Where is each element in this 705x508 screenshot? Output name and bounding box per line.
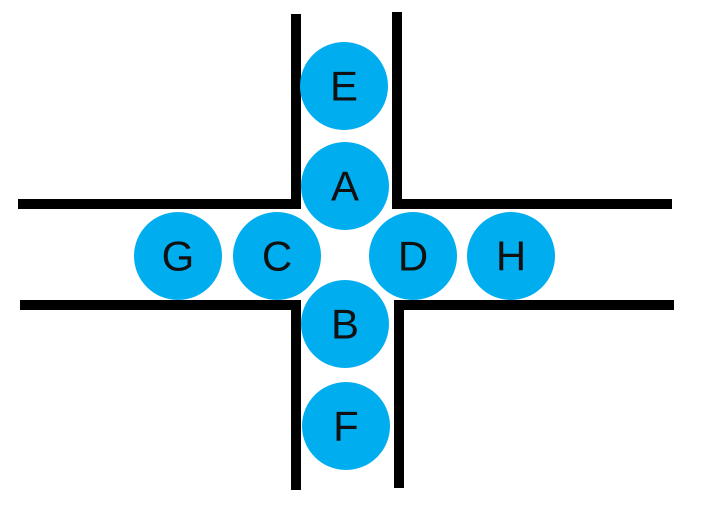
road-line-bottom-left bbox=[20, 300, 301, 490]
node-h: H bbox=[467, 212, 555, 300]
node-d: D bbox=[369, 212, 457, 300]
node-b-circle bbox=[301, 280, 389, 368]
node-g-label: G bbox=[162, 233, 195, 280]
node-f-label: F bbox=[333, 403, 359, 450]
node-b-label: B bbox=[331, 301, 359, 348]
node-h-circle bbox=[467, 212, 555, 300]
node-f-circle bbox=[302, 382, 390, 470]
node-g: G bbox=[134, 212, 222, 300]
node-d-circle bbox=[369, 212, 457, 300]
road-line-bottom-right bbox=[394, 300, 674, 488]
road-line-top-left bbox=[18, 14, 301, 209]
node-b: B bbox=[301, 280, 389, 368]
node-g-circle bbox=[134, 212, 222, 300]
node-f: F bbox=[302, 382, 390, 470]
node-a-circle bbox=[301, 142, 389, 230]
node-d-label: D bbox=[398, 233, 428, 280]
node-a: A bbox=[301, 142, 389, 230]
node-e-label: E bbox=[330, 63, 358, 110]
node-h-label: H bbox=[496, 233, 526, 280]
road-line-top-right bbox=[392, 12, 672, 209]
node-a-label: A bbox=[331, 163, 359, 210]
node-c-label: C bbox=[262, 233, 292, 280]
node-c-circle bbox=[233, 212, 321, 300]
node-c: C bbox=[233, 212, 321, 300]
road-lines bbox=[18, 12, 674, 490]
node-e: E bbox=[300, 42, 388, 130]
node-e-circle bbox=[300, 42, 388, 130]
